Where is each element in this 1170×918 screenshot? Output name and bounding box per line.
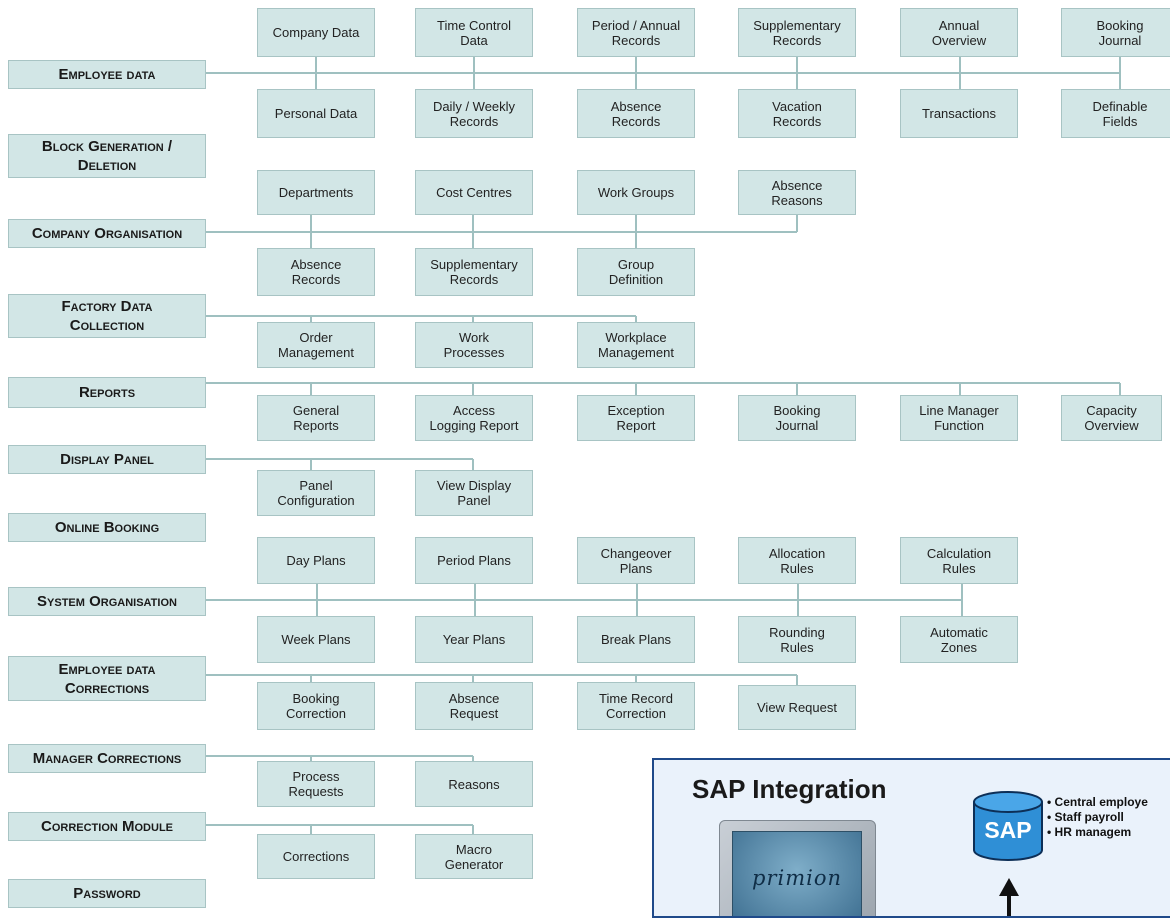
node-day-plans[interactable]: Day Plans bbox=[257, 537, 375, 584]
node-panel-configuration[interactable]: Panel Configuration bbox=[257, 470, 375, 516]
node-supplementary-records[interactable]: Supplementary Records bbox=[738, 8, 856, 57]
node-workplace-management[interactable]: Workplace Management bbox=[577, 322, 695, 368]
sap-integration-title: SAP Integration bbox=[692, 774, 887, 804]
category-online-booking[interactable]: Online Booking bbox=[8, 513, 206, 542]
node-week-plans[interactable]: Week Plans bbox=[257, 616, 375, 663]
node-allocation-rules[interactable]: Allocation Rules bbox=[738, 537, 856, 584]
node-absence-records-org[interactable]: Absence Records bbox=[257, 248, 375, 296]
sap-bullet-hr-management: • HR managem bbox=[1047, 825, 1132, 839]
category-password[interactable]: Password bbox=[8, 879, 206, 908]
node-annual-overview[interactable]: Annual Overview bbox=[900, 8, 1018, 57]
node-booking-journal-report[interactable]: Booking Journal bbox=[738, 395, 856, 441]
primion-logo: primion bbox=[752, 866, 842, 890]
sap-database-label: SAP bbox=[984, 817, 1032, 843]
category-employee-data-corrections[interactable]: Employee data Corrections bbox=[8, 656, 206, 701]
node-general-reports[interactable]: General Reports bbox=[257, 395, 375, 441]
category-factory-data-collection[interactable]: Factory Data Collection bbox=[8, 294, 206, 338]
node-vacation-records[interactable]: Vacation Records bbox=[738, 89, 856, 138]
category-manager-corrections[interactable]: Manager Corrections bbox=[8, 744, 206, 773]
node-departments[interactable]: Departments bbox=[257, 170, 375, 215]
node-absence-records[interactable]: Absence Records bbox=[577, 89, 695, 138]
sap-bullet-central-employee: • Central employe bbox=[1047, 795, 1148, 809]
node-personal-data[interactable]: Personal Data bbox=[257, 89, 375, 138]
node-process-requests[interactable]: Process Requests bbox=[257, 761, 375, 807]
node-reasons[interactable]: Reasons bbox=[415, 761, 533, 807]
node-supplementary-records-org[interactable]: Supplementary Records bbox=[415, 248, 533, 296]
category-system-organisation[interactable]: System Organisation bbox=[8, 587, 206, 616]
category-reports[interactable]: Reports bbox=[8, 377, 206, 408]
arrow-up-icon bbox=[999, 878, 1019, 916]
node-view-request[interactable]: View Request bbox=[738, 685, 856, 730]
node-period-plans[interactable]: Period Plans bbox=[415, 537, 533, 584]
node-automatic-zones[interactable]: Automatic Zones bbox=[900, 616, 1018, 663]
node-group-definition[interactable]: Group Definition bbox=[577, 248, 695, 296]
node-daily-weekly-records[interactable]: Daily / Weekly Records bbox=[415, 89, 533, 138]
node-company-data[interactable]: Company Data bbox=[257, 8, 375, 57]
category-company-organisation[interactable]: Company Organisation bbox=[8, 219, 206, 248]
node-rounding-rules[interactable]: Rounding Rules bbox=[738, 616, 856, 663]
node-cost-centres[interactable]: Cost Centres bbox=[415, 170, 533, 215]
category-correction-module[interactable]: Correction Module bbox=[8, 812, 206, 841]
node-macro-generator[interactable]: Macro Generator bbox=[415, 834, 533, 879]
node-definable-fields[interactable]: Definable Fields bbox=[1061, 89, 1170, 138]
node-period-annual-records[interactable]: Period / Annual Records bbox=[577, 8, 695, 57]
node-capacity-overview[interactable]: Capacity Overview bbox=[1061, 395, 1162, 441]
node-view-display-panel[interactable]: View Display Panel bbox=[415, 470, 533, 516]
node-corrections[interactable]: Corrections bbox=[257, 834, 375, 879]
node-transactions[interactable]: Transactions bbox=[900, 89, 1018, 138]
node-exception-report[interactable]: Exception Report bbox=[577, 395, 695, 441]
node-access-logging-report[interactable]: Access Logging Report bbox=[415, 395, 533, 441]
sap-bullet-staff-payroll: • Staff payroll bbox=[1047, 810, 1124, 824]
primion-monitor-icon: primion bbox=[719, 820, 876, 916]
category-display-panel[interactable]: Display Panel bbox=[8, 445, 206, 474]
category-employee-data[interactable]: Employee data bbox=[8, 60, 206, 89]
node-booking-correction[interactable]: Booking Correction bbox=[257, 682, 375, 730]
node-changeover-plans[interactable]: Changeover Plans bbox=[577, 537, 695, 584]
category-block-generation-deletion[interactable]: Block Generation / Deletion bbox=[8, 134, 206, 178]
monitor-screen: primion bbox=[732, 831, 862, 916]
sap-integration-panel: SAP Integration primion SAP • Central em… bbox=[652, 758, 1170, 918]
node-line-manager-function[interactable]: Line Manager Function bbox=[900, 395, 1018, 441]
node-work-groups[interactable]: Work Groups bbox=[577, 170, 695, 215]
node-order-management[interactable]: Order Management bbox=[257, 322, 375, 368]
node-year-plans[interactable]: Year Plans bbox=[415, 616, 533, 663]
node-work-processes[interactable]: Work Processes bbox=[415, 322, 533, 368]
node-absence-request[interactable]: Absence Request bbox=[415, 682, 533, 730]
sap-database-icon bbox=[973, 791, 1043, 861]
node-booking-journal[interactable]: Booking Journal bbox=[1061, 8, 1170, 57]
node-calculation-rules[interactable]: Calculation Rules bbox=[900, 537, 1018, 584]
node-time-control-data[interactable]: Time Control Data bbox=[415, 8, 533, 57]
node-absence-reasons[interactable]: Absence Reasons bbox=[738, 170, 856, 215]
node-time-record-correction[interactable]: Time Record Correction bbox=[577, 682, 695, 730]
node-break-plans[interactable]: Break Plans bbox=[577, 616, 695, 663]
